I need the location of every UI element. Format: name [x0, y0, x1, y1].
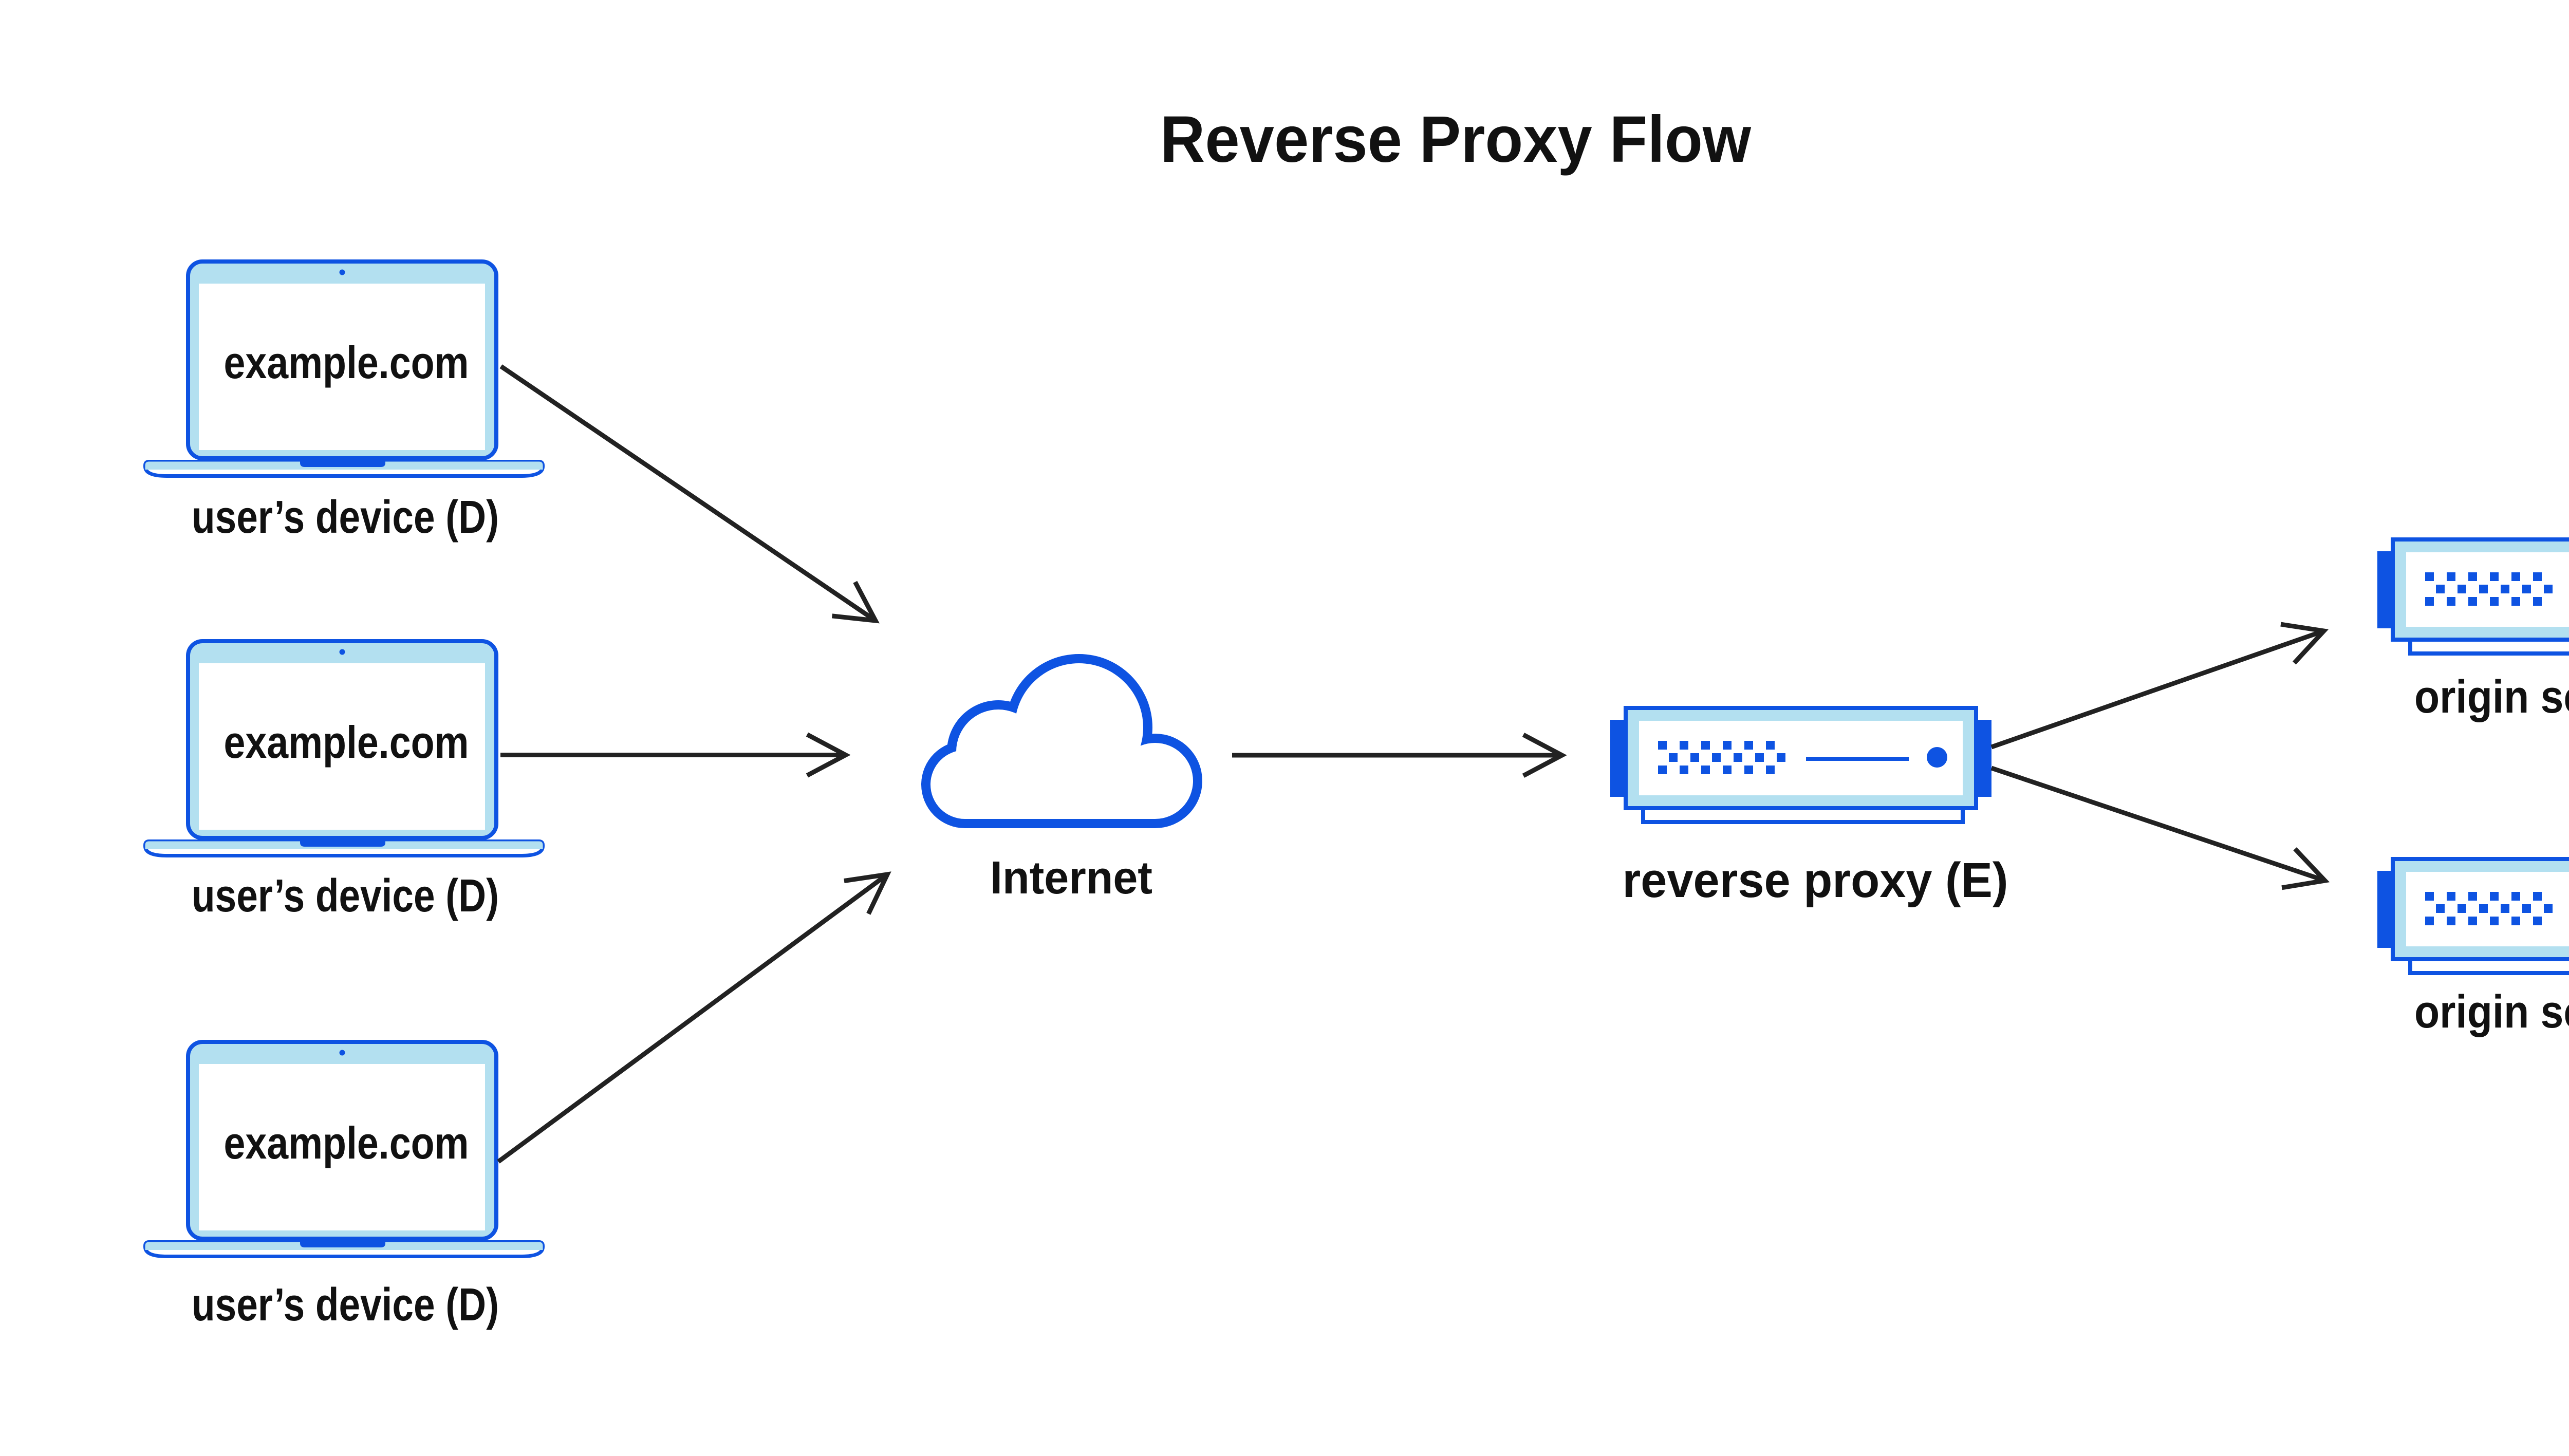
svg-text:origin server (F): origin server (F)	[2414, 671, 2569, 723]
svg-text:user’s device (D): user’s device (D)	[192, 492, 499, 543]
svg-text:user’s device (D): user’s device (D)	[192, 870, 499, 922]
svg-text:user’s device (D): user’s device (D)	[192, 1279, 499, 1331]
svg-text:example.com: example.com	[224, 337, 469, 388]
svg-text:example.com: example.com	[224, 1117, 469, 1168]
svg-text:reverse proxy (E): reverse proxy (E)	[1623, 853, 2008, 908]
svg-text:Internet: Internet	[990, 852, 1152, 904]
svg-text:Reverse Proxy Flow: Reverse Proxy Flow	[1160, 103, 1751, 176]
svg-text:origin server (F): origin server (F)	[2414, 986, 2569, 1038]
svg-text:example.com: example.com	[224, 717, 469, 768]
